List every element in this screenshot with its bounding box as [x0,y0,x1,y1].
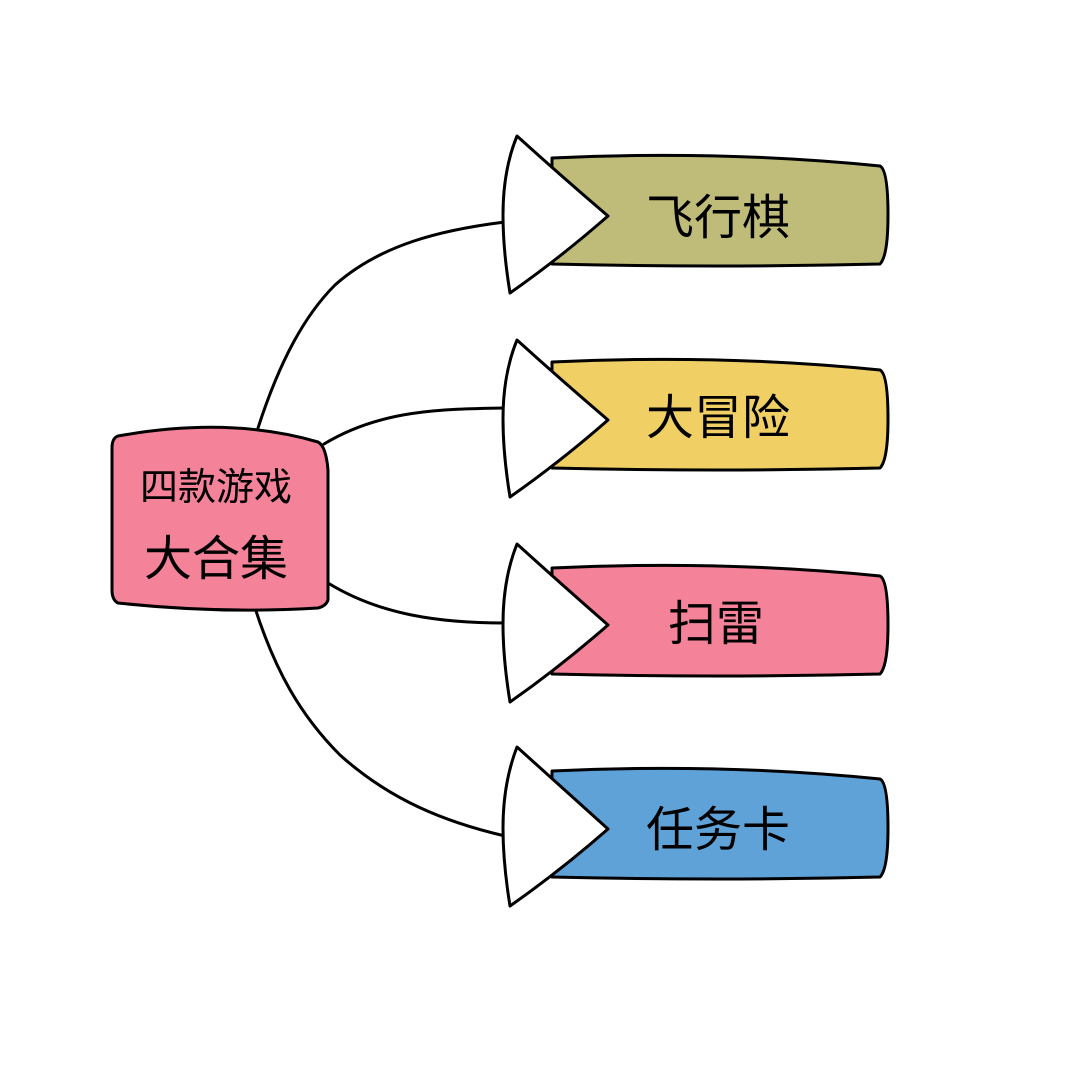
branch-2-box [550,357,890,472]
connector-4 [253,606,507,838]
branch-4[interactable]: 任务卡 [501,745,890,908]
branch-4-label: 任务卡 [646,802,790,858]
branch-1-box [550,153,890,268]
center-title-line2: 大合集 [144,531,288,587]
branch-4-arrow [501,745,610,908]
center-node[interactable]: 四款游戏 大合集 [110,425,330,612]
branch-4-box [550,766,890,881]
branch-2-label: 大冒险 [646,390,790,446]
branch-3-label: 扫雷 [668,596,764,652]
connector-2 [322,406,507,446]
branch-3-box [550,563,890,678]
branch-1-label: 飞行棋 [646,190,790,246]
branch-3-arrow [501,542,610,704]
branch-1-arrow [501,134,610,295]
branch-1[interactable]: 飞行棋 [501,134,890,295]
center-node-box [110,425,330,612]
connector-3 [326,581,507,625]
branch-2-arrow [501,338,610,499]
center-title-line1: 四款游戏 [140,465,292,509]
branch-3[interactable]: 扫雷 [501,542,890,704]
connector-1 [256,220,507,430]
branch-2[interactable]: 大冒险 [501,338,890,499]
